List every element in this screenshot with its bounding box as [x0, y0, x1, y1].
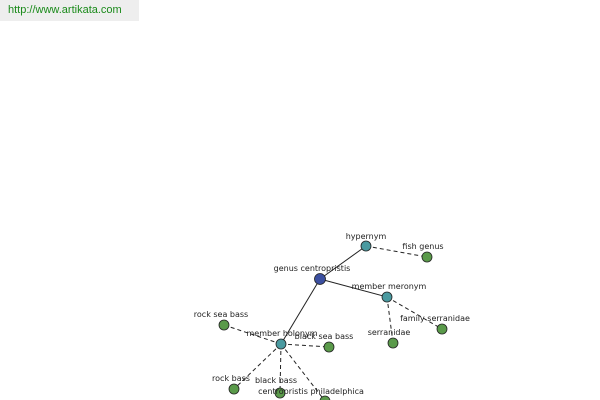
edge-member-meronym-to-family-serranidae — [386, 296, 443, 330]
labels-layer: genus centropristis hypernym fish genus mem… — [194, 232, 470, 396]
url-link[interactable]: http://www.artikata.com — [0, 0, 139, 21]
edge-member-holonym-to-rock-bass — [233, 343, 282, 390]
edge-member-holonym-to-black-sea-bass — [280, 343, 330, 348]
node-label-fish-genus[interactable]: fish genus — [402, 242, 443, 251]
edge-member-meronym-to-serranidae — [386, 296, 394, 344]
node-serranidae[interactable] — [387, 337, 399, 349]
node-centropristis-philadelphica[interactable] — [319, 395, 331, 400]
edge-center-to-member-meronym — [319, 278, 388, 298]
node-label-family-serranidae[interactable]: family serranidae — [400, 314, 470, 323]
node-rock-bass[interactable] — [228, 383, 240, 395]
node-label-member-holonym[interactable]: member holonym — [246, 329, 317, 338]
node-label-rock-sea-bass-1[interactable]: rock sea bass — [194, 310, 248, 319]
node-member-holonym[interactable] — [275, 338, 287, 350]
node-label-center[interactable]: genus centropristis — [274, 264, 351, 273]
edge-center-to-member-holonym — [280, 278, 321, 345]
node-label-centropristis-philadelphica[interactable]: centropristis philadelphica — [258, 387, 364, 396]
node-label-serranidae[interactable]: serranidae — [368, 328, 411, 337]
node-rock-sea-bass-1[interactable] — [218, 319, 230, 331]
node-black-sea-bass[interactable] — [323, 341, 335, 353]
nodes-layer — [218, 240, 448, 400]
node-center[interactable] — [314, 273, 326, 285]
node-label-black-sea-bass[interactable]: black sea bass — [295, 332, 354, 341]
edge-hypernym-to-fish-genus — [365, 245, 428, 258]
node-hypernym[interactable] — [360, 240, 372, 252]
node-fish-genus[interactable] — [421, 251, 433, 263]
node-label-hypernym[interactable]: hypernym — [346, 232, 387, 241]
edge-member-holonym-to-black-bass — [279, 343, 282, 394]
node-label-rock-bass[interactable]: rock bass — [212, 374, 250, 383]
node-member-meronym[interactable] — [381, 291, 393, 303]
edge-member-holonym-to-centropristis-philadelphica — [280, 343, 325, 400]
edge-center-to-hypernym — [319, 245, 367, 280]
edge-member-holonym-to-rock-sea-bass-1 — [223, 324, 282, 345]
node-family-serranidae[interactable] — [436, 323, 448, 335]
node-label-member-meronym[interactable]: member meronym — [352, 282, 427, 291]
node-label-black-bass[interactable]: black bass — [255, 376, 297, 385]
edges-layer — [223, 245, 443, 400]
node-black-bass[interactable] — [274, 387, 286, 399]
